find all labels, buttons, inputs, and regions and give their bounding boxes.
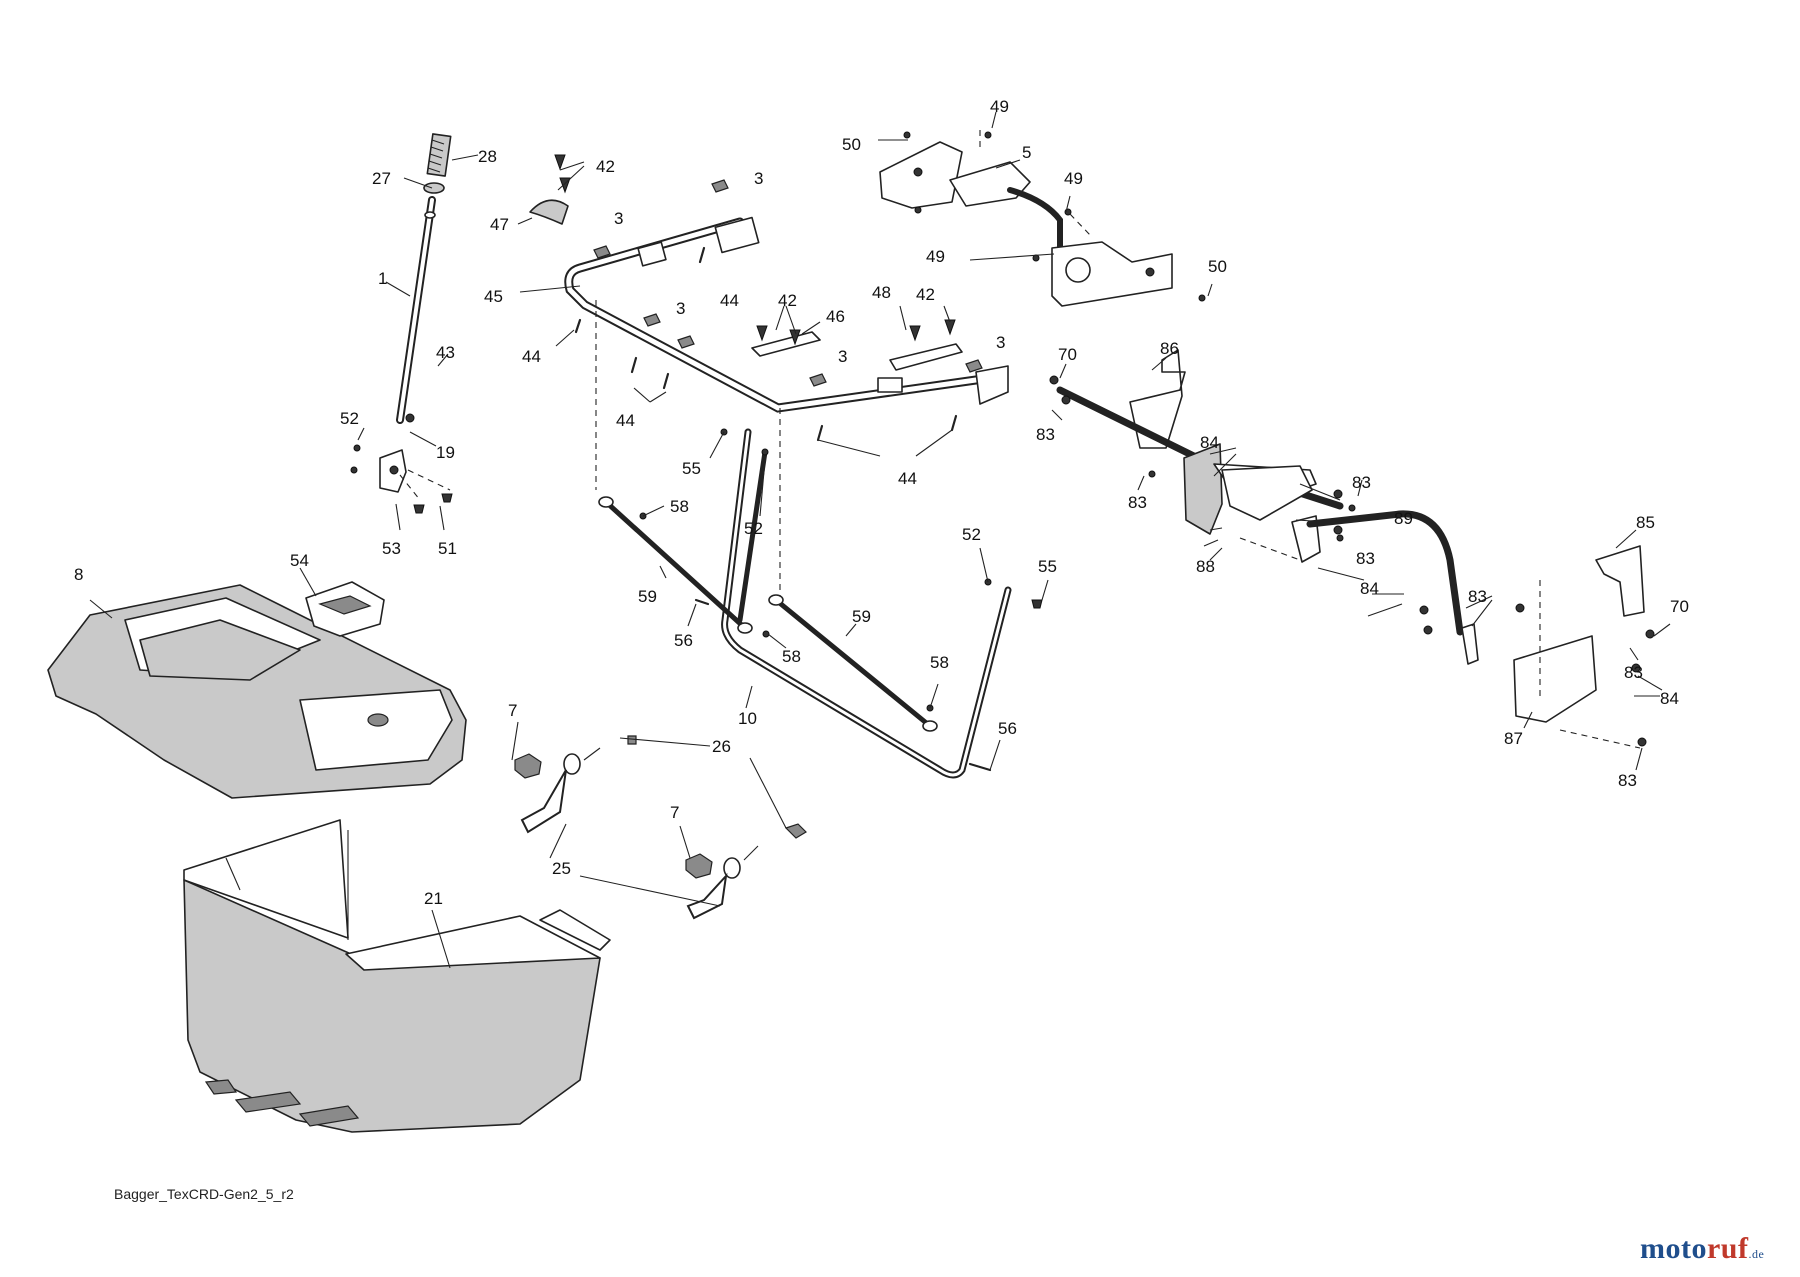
callout-52: 52 — [962, 525, 981, 544]
latch-assemblies — [514, 735, 807, 920]
callout-3: 3 — [838, 347, 847, 366]
callout-52: 52 — [744, 519, 763, 538]
callout-55: 55 — [1038, 557, 1057, 576]
handle-rod-assembly — [350, 133, 453, 514]
callout-21: 21 — [424, 889, 443, 908]
callout-50: 50 — [842, 135, 861, 154]
callout-3: 3 — [754, 169, 763, 188]
callout-58: 58 — [930, 653, 949, 672]
callout-49: 49 — [990, 97, 1009, 116]
leader-lines — [89, 111, 1671, 969]
callout-59: 59 — [852, 607, 871, 626]
callout-83: 83 — [1618, 771, 1637, 790]
callout-53: 53 — [382, 539, 401, 558]
watermark-logo: motoruf.de — [1640, 1232, 1764, 1266]
callout-28: 28 — [478, 147, 497, 166]
lift-lever-assembly — [879, 130, 1206, 307]
callout-25: 25 — [552, 859, 571, 878]
callout-10: 10 — [738, 709, 757, 728]
callout-56: 56 — [998, 719, 1017, 738]
watermark-part-1: moto — [1640, 1232, 1707, 1265]
callout-1: 1 — [378, 269, 387, 288]
callout-58: 58 — [782, 647, 801, 666]
callout-44: 44 — [522, 347, 541, 366]
upper-frame — [529, 154, 1009, 600]
callout-44: 44 — [616, 411, 635, 430]
bagger-cover — [47, 581, 467, 799]
callout-59: 59 — [638, 587, 657, 606]
right-linkage-assembly — [1049, 349, 1655, 749]
callout-52: 52 — [340, 409, 359, 428]
callout-83: 83 — [1128, 493, 1147, 512]
callout-54: 54 — [290, 551, 309, 570]
callout-83: 83 — [1468, 587, 1487, 606]
callout-56: 56 — [674, 631, 693, 650]
callout-86: 86 — [1160, 339, 1179, 358]
callout-50: 50 — [1208, 257, 1227, 276]
callout-48: 48 — [872, 283, 891, 302]
callout-84: 84 — [1360, 579, 1379, 598]
watermark-part-2: ruf — [1706, 1232, 1749, 1265]
callout-5: 5 — [1022, 143, 1031, 162]
watermark-part-3: .de — [1748, 1247, 1765, 1261]
collector-bag — [183, 819, 611, 1133]
callout-7: 7 — [508, 701, 517, 720]
callout-43: 43 — [436, 343, 455, 362]
callout-27: 27 — [372, 169, 391, 188]
callout-58: 58 — [670, 497, 689, 516]
callout-87: 87 — [1504, 729, 1523, 748]
callout-8: 8 — [74, 565, 83, 584]
callout-70: 70 — [1058, 345, 1077, 364]
callout-55: 55 — [682, 459, 701, 478]
callout-3: 3 — [996, 333, 1005, 352]
callout-89: 89 — [1394, 509, 1413, 528]
callout-44: 44 — [720, 291, 739, 310]
callout-84: 84 — [1200, 433, 1219, 452]
callout-49: 49 — [926, 247, 945, 266]
callout-51: 51 — [438, 539, 457, 558]
callout-83: 83 — [1352, 473, 1371, 492]
callout-42: 42 — [778, 291, 797, 310]
callout-83: 83 — [1356, 549, 1375, 568]
callout-70: 70 — [1670, 597, 1689, 616]
callout-3: 3 — [614, 209, 623, 228]
callout-26: 26 — [712, 737, 731, 756]
callout-labels: 28 27 1 43 52 19 53 51 42 47 3 3 45 44 4… — [74, 97, 1689, 908]
callout-42: 42 — [596, 157, 615, 176]
callout-3: 3 — [676, 299, 685, 318]
callout-45: 45 — [484, 287, 503, 306]
callout-46: 46 — [826, 307, 845, 326]
callout-7: 7 — [670, 803, 679, 822]
callout-83: 83 — [1036, 425, 1055, 444]
callout-83: 83 — [1624, 663, 1643, 682]
callout-88: 88 — [1196, 557, 1215, 576]
callout-49: 49 — [1064, 169, 1083, 188]
callout-85: 85 — [1636, 513, 1655, 532]
diagram-caption: Bagger_TexCRD-Gen2_5_r2 — [114, 1186, 294, 1202]
callout-19: 19 — [436, 443, 455, 462]
callout-47: 47 — [490, 215, 509, 234]
callout-42: 42 — [916, 285, 935, 304]
lower-frame — [598, 428, 1043, 779]
callout-44: 44 — [898, 469, 917, 488]
callout-84: 84 — [1660, 689, 1679, 708]
